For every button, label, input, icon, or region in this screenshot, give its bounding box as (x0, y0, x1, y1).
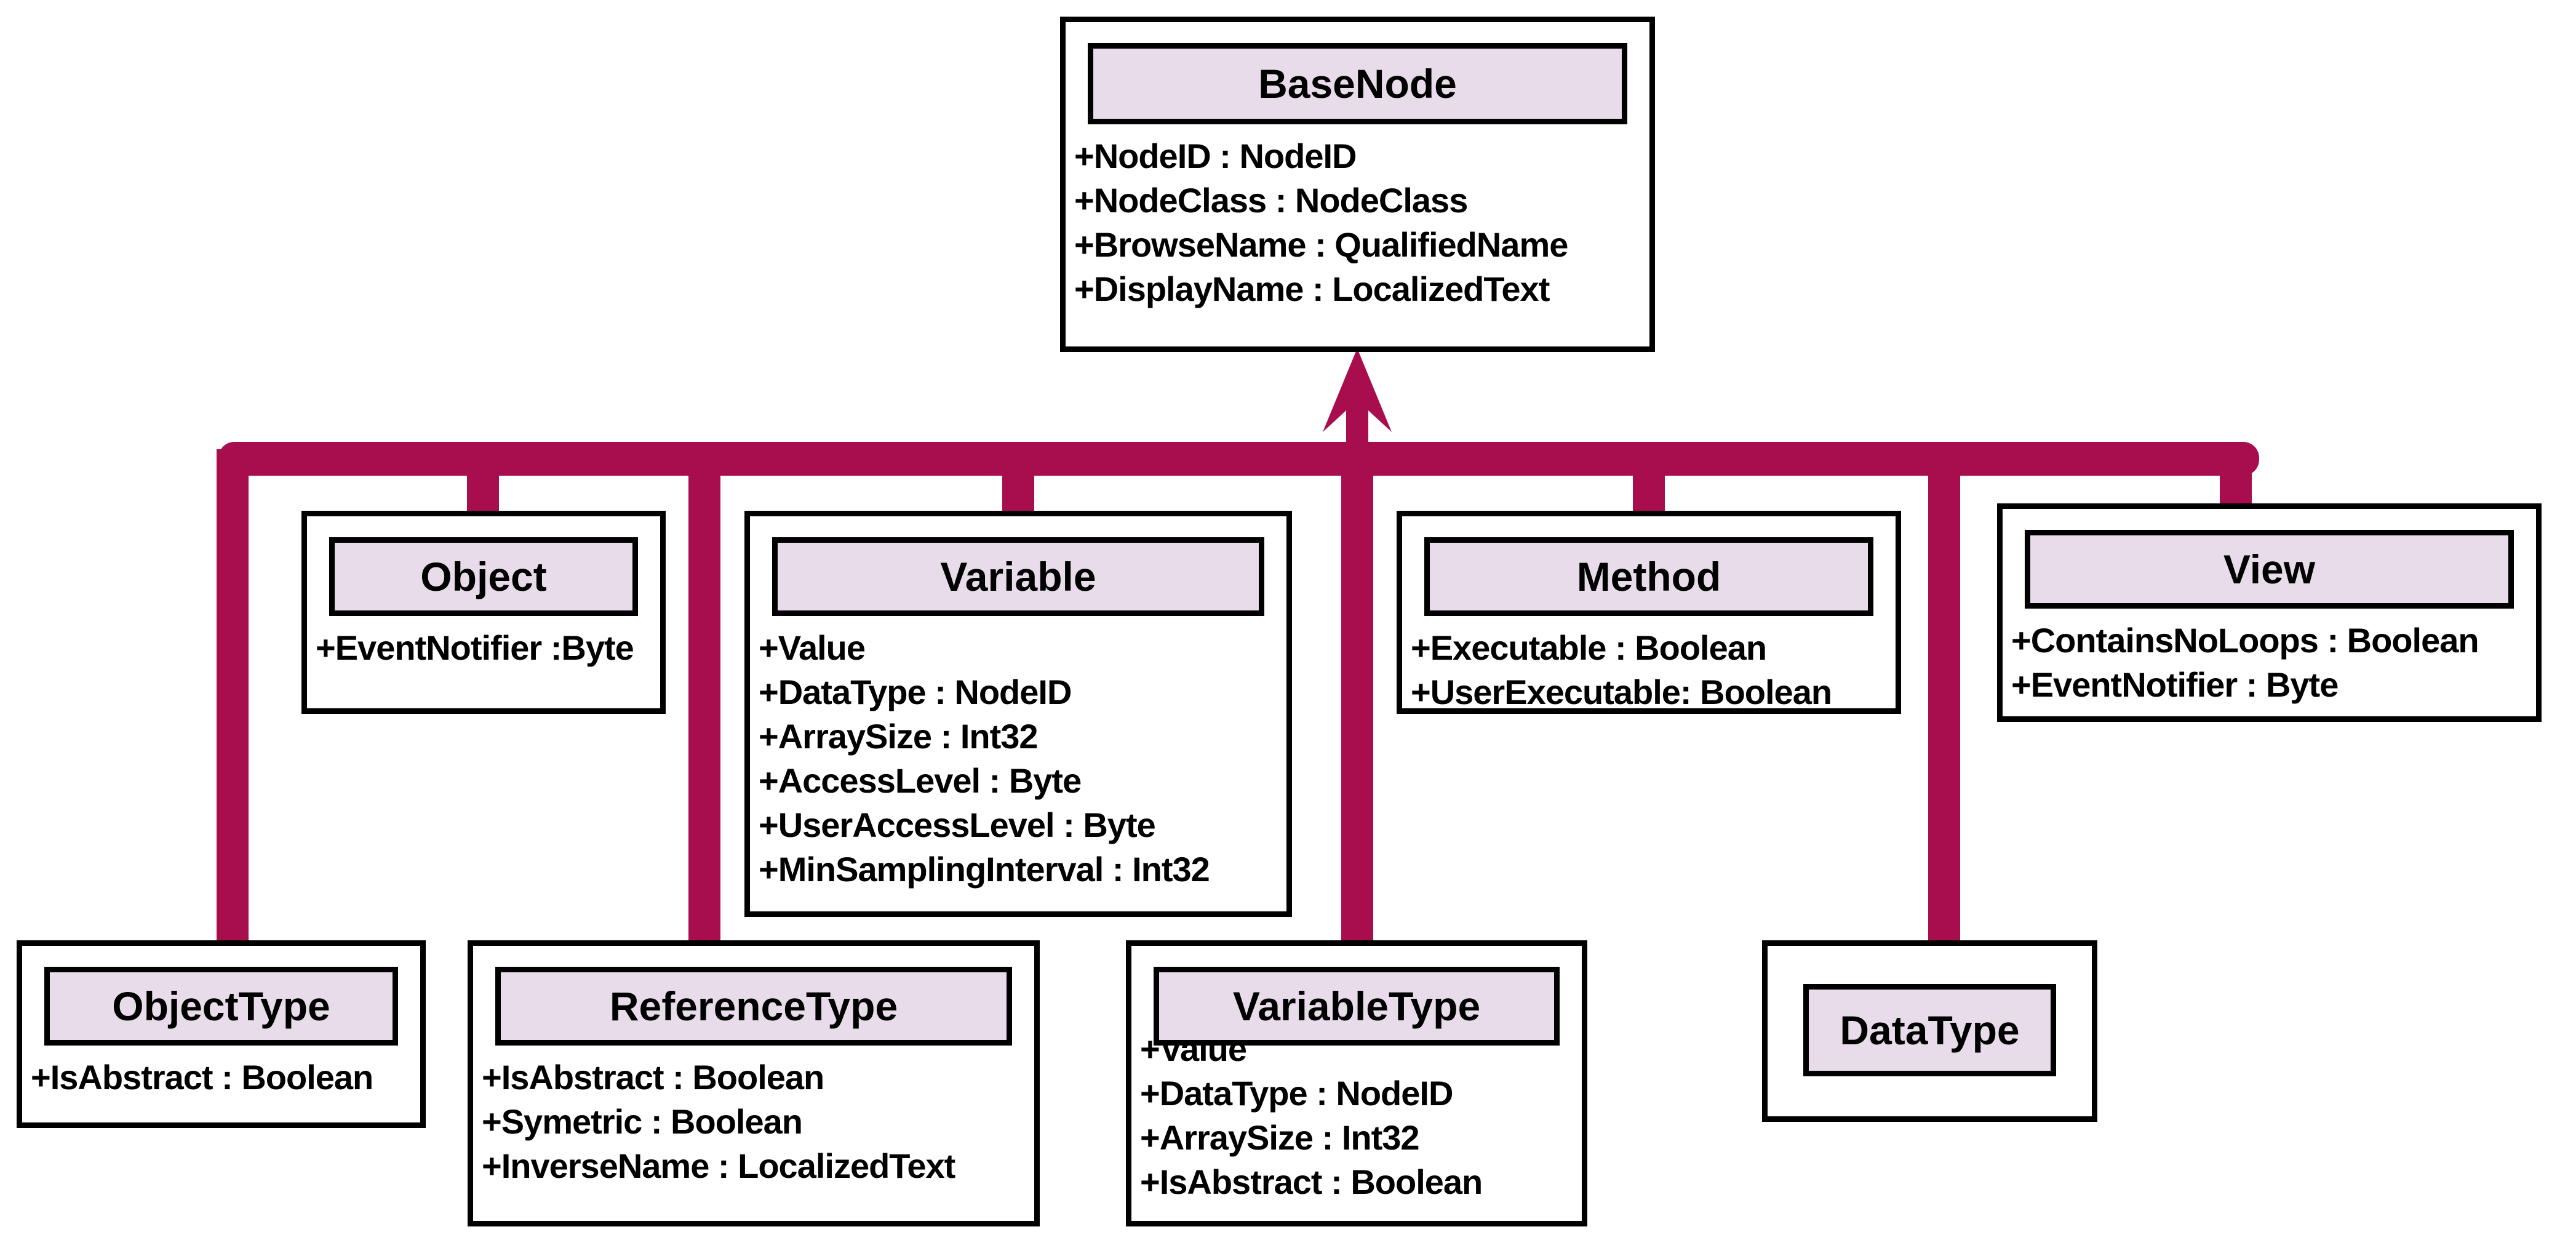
class-box-variable: Variable +Value +DataType : NodeID +Arra… (744, 511, 1292, 917)
class-attributes-basenode: +NodeID : NodeID +NodeClass : NodeClass … (1066, 124, 1649, 311)
class-attribute: +Executable : Boolean (1411, 628, 1767, 667)
class-attribute: +EventNotifier :Byte (316, 628, 634, 667)
connector-drop-datatype (1928, 455, 1960, 942)
connector-stub-method (1633, 455, 1665, 514)
class-title-basenode: BaseNode (1088, 43, 1627, 124)
class-attribute: +IsAbstract : Boolean (1140, 1162, 1483, 1201)
connector-drop-referencetype (688, 455, 720, 942)
class-box-referencetype: ReferenceType +IsAbstract : Boolean +Sym… (468, 940, 1040, 1226)
connector-trunk (218, 442, 2259, 476)
class-title-view: View (2025, 530, 2514, 609)
class-attribute: +EventNotifier : Byte (2011, 665, 2339, 704)
class-attributes-view: +ContainsNoLoops : Boolean +EventNotifie… (2003, 609, 2536, 707)
class-attributes-method: +Executable : Boolean +UserExecutable: B… (1402, 616, 1896, 714)
class-attributes-variabletype: +Value +DataType : NodeID +ArraySize : I… (1131, 1027, 1582, 1204)
class-box-object: Object +EventNotifier :Byte (301, 511, 666, 714)
class-attributes-object: +EventNotifier :Byte (307, 616, 660, 670)
class-attribute: +DataType : NodeID (1140, 1074, 1453, 1113)
class-attribute: +DisplayName : LocalizedText (1074, 270, 1550, 308)
class-attribute: +IsAbstract : Boolean (482, 1058, 824, 1097)
connector-drop-objecttype (217, 449, 249, 942)
connector-drop-variabletype (1341, 455, 1373, 942)
class-attribute: +DataType : NodeID (759, 673, 1072, 711)
class-attribute: +BrowseName : QualifiedName (1074, 225, 1568, 264)
class-attribute: +ContainsNoLoops : Boolean (2011, 621, 2479, 660)
class-attribute: +ArraySize : Int32 (1140, 1118, 1420, 1157)
class-attribute: +UserAccessLevel : Byte (759, 806, 1156, 844)
class-attribute: +NodeID : NodeID (1074, 137, 1357, 175)
class-attribute: +ArraySize : Int32 (759, 717, 1039, 756)
class-attribute: +Symetric : Boolean (482, 1102, 803, 1141)
class-box-objecttype: ObjectType +IsAbstract : Boolean (17, 940, 426, 1128)
class-title-datatype: DataType (1803, 984, 2056, 1076)
class-attribute: +UserExecutable: Boolean (1411, 673, 1832, 711)
class-title-objecttype: ObjectType (44, 967, 398, 1046)
class-box-variabletype: VariableType +Value +DataType : NodeID +… (1126, 940, 1587, 1226)
class-title-method: Method (1424, 537, 1873, 616)
class-box-basenode: BaseNode +NodeID : NodeID +NodeClass : N… (1060, 17, 1655, 352)
class-attributes-referencetype: +IsAbstract : Boolean +Symetric : Boolea… (473, 1046, 1034, 1188)
class-box-method: Method +Executable : Boolean +UserExecut… (1397, 511, 1901, 714)
class-title-referencetype: ReferenceType (495, 967, 1012, 1046)
class-attribute: +MinSamplingInterval : Int32 (759, 850, 1210, 889)
class-attributes-objecttype: +IsAbstract : Boolean (22, 1046, 420, 1100)
class-box-view: View +ContainsNoLoops : Boolean +EventNo… (1997, 503, 2542, 722)
generalization-arrowhead (1323, 348, 1392, 477)
connector-stub-view (2220, 455, 2252, 507)
class-attribute: +AccessLevel : Byte (759, 761, 1082, 800)
connector-stub-variable (1002, 455, 1034, 514)
class-attribute: +InverseName : LocalizedText (482, 1146, 955, 1185)
connector-stub-object (467, 455, 499, 514)
class-attribute: +IsAbstract : Boolean (31, 1058, 373, 1097)
class-attribute: +Value (759, 628, 866, 667)
class-title-variabletype: VariableType (1154, 967, 1560, 1046)
class-title-variable: Variable (772, 537, 1264, 616)
class-attribute: +NodeClass : NodeClass (1074, 181, 1468, 220)
class-box-datatype: DataType (1762, 940, 2097, 1122)
class-title-object: Object (329, 537, 638, 616)
class-attributes-variable: +Value +DataType : NodeID +ArraySize : I… (750, 616, 1286, 892)
